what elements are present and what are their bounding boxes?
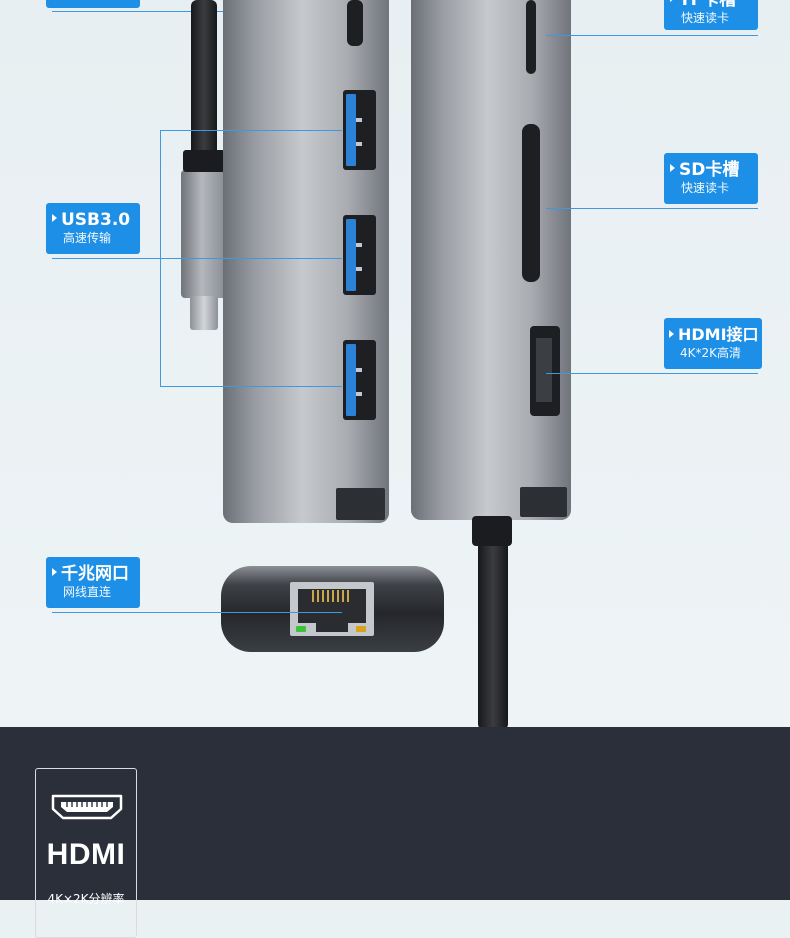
label-usb-sub: 高速传输 [63, 231, 112, 245]
tf-slot [526, 0, 536, 74]
usb-c-cable [191, 0, 217, 160]
hub-right-body [411, 0, 571, 520]
usb-pin [356, 392, 362, 396]
cable-strain-relief [183, 150, 225, 172]
ethernet-led-amber [356, 626, 366, 632]
label-ethernet-sub: 网线直连 [63, 585, 112, 599]
sd-slot [522, 124, 540, 282]
usb-pin [356, 243, 362, 247]
product-illustration: TF卡槽 快速读卡 SD卡槽 快速读卡 HDMI接口 4K*2K高清 USB3.… [0, 0, 790, 727]
usb-port-2-inner [346, 219, 356, 291]
label-tf-slot-sub: 快速读卡 [681, 11, 730, 25]
leader-line-sd [546, 208, 758, 209]
hub-right-cable [478, 540, 508, 727]
leader-line-hdmi [546, 373, 758, 374]
label-ethernet-title: 千兆网口 [52, 564, 134, 584]
label-usb-title: USB3.0 [52, 210, 134, 230]
usb-pin [356, 118, 362, 122]
ethernet-port-latch [316, 622, 348, 632]
ethernet-port-contacts [312, 590, 352, 602]
hdmi-port-inner [536, 338, 552, 402]
hdmi-feature-sub: 4K×2K分辨率 [47, 892, 125, 906]
feature-band [0, 727, 790, 900]
label-hdmi-sub: 4K*2K高清 [680, 346, 742, 360]
label-hdmi: HDMI接口 4K*2K高清 [664, 318, 762, 369]
label-sd-slot: SD卡槽 快速读卡 [664, 153, 758, 204]
hdmi-feature-title: HDMI [46, 838, 126, 871]
label-tf-slot: TF卡槽 快速读卡 [664, 0, 758, 30]
usb-c-connector-housing [181, 170, 227, 298]
leader-line-ethernet [52, 612, 342, 613]
label-tf-slot-title: TF卡槽 [670, 0, 752, 10]
ethernet-led-green [296, 626, 306, 632]
leader-line-tf [546, 35, 758, 36]
usb-pin [356, 267, 362, 271]
label-sd-slot-title: SD卡槽 [670, 160, 752, 180]
usb-leader-line [52, 258, 342, 259]
label-top-left [46, 0, 140, 8]
label-sd-slot-sub: 快速读卡 [681, 181, 730, 195]
hdmi-port-icon [51, 794, 123, 820]
usb-bracket-top [160, 130, 342, 131]
label-ethernet: 千兆网口 网线直连 [46, 557, 140, 608]
label-usb: USB3.0 高速传输 [46, 203, 140, 254]
usb-c-plug-icon [190, 296, 218, 330]
usb-port-1-inner [346, 94, 356, 166]
usb-port-3-inner [346, 344, 356, 416]
tf-slot-left [347, 0, 363, 46]
hub-left-foot [336, 488, 385, 520]
hub-right-strain-relief [472, 516, 512, 546]
hub-right-foot [520, 487, 567, 517]
usb-bracket-bottom [160, 386, 342, 387]
label-hdmi-title: HDMI接口 [669, 325, 759, 345]
usb-pin [356, 142, 362, 146]
usb-pin [356, 368, 362, 372]
